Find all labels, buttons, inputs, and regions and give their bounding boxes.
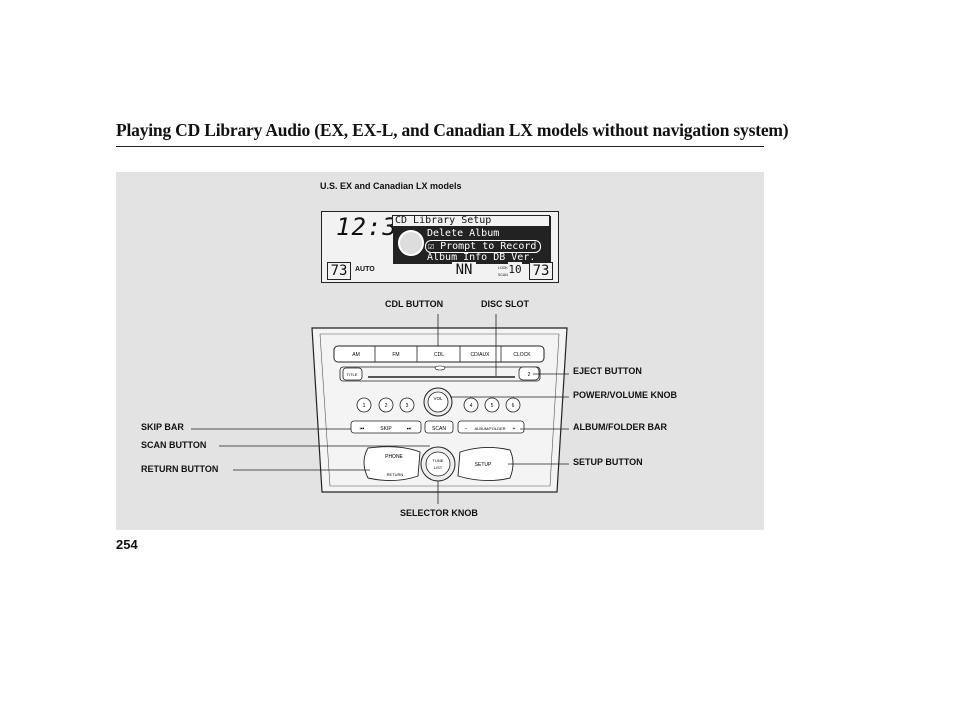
eject-button[interactable] (518, 366, 540, 381)
preset-3-button[interactable] (399, 397, 415, 413)
skip-back-icon: ⏮ (360, 426, 365, 432)
lcd-display: 12:34 CD Library Setup Delete Album ☑ Pr… (321, 211, 559, 283)
lcd-menu-item: Delete Album (427, 228, 500, 239)
preset-2-button[interactable] (378, 397, 394, 413)
lcd-scan: SCAN (498, 273, 508, 277)
preset-6-button[interactable] (505, 397, 521, 413)
eject-button-callout: EJECT BUTTON (573, 366, 642, 376)
power-volume-knob-callout: POWER/VOLUME KNOB (573, 390, 678, 400)
scan-button-callout: SCAN BUTTON (141, 440, 207, 450)
cd-aux-button[interactable]: CD/AUX (471, 352, 491, 358)
return-label: RETURN (387, 472, 404, 477)
lcd-left-temp: 73 (327, 262, 351, 280)
skip-label: SKIP (380, 426, 392, 432)
lcd-look: LOOK (498, 266, 508, 270)
page-number: 254 (116, 537, 138, 552)
minus-icon: − (465, 426, 468, 432)
clock-button[interactable]: CLOCK (513, 352, 531, 358)
lcd-menu-title: CD Library Setup (392, 215, 550, 227)
list-label: LIST (434, 465, 443, 470)
phone-label: PHONE (385, 454, 403, 460)
top-button-row (333, 345, 545, 363)
bezel-inner (319, 333, 560, 487)
preset-1-label: 1 (363, 403, 366, 409)
plus-icon: + (513, 426, 516, 432)
cdl-button[interactable]: CDL (434, 352, 444, 358)
album-folder-label: ALBUM/FOLDER (474, 426, 505, 431)
figure-caption: U.S. EX and Canadian LX models (320, 181, 462, 191)
return-button[interactable] (363, 446, 421, 481)
am-button[interactable]: AM (352, 352, 360, 358)
title-button[interactable] (342, 367, 363, 381)
fm-button[interactable]: FM (392, 352, 399, 358)
lcd-right-box: 10 (508, 262, 522, 278)
disc-slot-callout: DISC SLOT (481, 299, 530, 309)
lcd-mid-box: NN (452, 262, 476, 278)
preset-3-label: 3 (406, 403, 409, 409)
title-rule (116, 146, 764, 147)
check-icon: ☑ (428, 241, 435, 252)
disc-icon (398, 230, 424, 256)
preset-4-label: 4 (470, 403, 473, 409)
selector-knob-callout: SELECTOR KNOB (400, 508, 478, 518)
preset-5-button[interactable] (484, 397, 500, 413)
album-folder-bar[interactable] (457, 420, 525, 434)
lcd-menu: CD Library Setup Delete Album ☑ Prompt t… (392, 215, 551, 264)
preset-2-label: 2 (385, 403, 388, 409)
page-title: Playing CD Library Audio (EX, EX-L, and … (116, 120, 789, 140)
return-button-callout: RETURN BUTTON (141, 464, 219, 474)
title-button-label: TITLE (347, 372, 358, 377)
setup-button[interactable] (457, 447, 514, 481)
preset-5-label: 5 (491, 403, 494, 409)
skip-forward-icon: ⏭ (407, 426, 412, 432)
album-folder-bar-callout: ALBUM/FOLDER BAR (573, 422, 667, 432)
cdl-button-callout: CDL BUTTON (385, 299, 444, 309)
lcd-menu-item: Album Info DB Ver. (427, 252, 536, 263)
leader-lines (191, 314, 569, 504)
lcd-auto: AUTO (355, 266, 375, 273)
skip-bar[interactable] (350, 420, 422, 434)
tune-label: TUNE (433, 458, 444, 463)
lcd-menu-item-selected: ☑ Prompt to Record (425, 240, 542, 253)
setup-button-callout: SETUP BUTTON (573, 457, 643, 467)
preset-4-button[interactable] (463, 397, 479, 413)
vol-label: VOL (433, 396, 443, 401)
preset-6-label: 6 (512, 403, 515, 409)
preset-buttons (356, 397, 521, 413)
scan-button[interactable] (424, 420, 454, 434)
lcd-right-temp: 73 (529, 262, 553, 280)
eject-button-label: 2 (528, 372, 531, 378)
setup-label: SETUP (475, 462, 492, 468)
preset-1-button[interactable] (356, 397, 372, 413)
scan-label: SCAN (432, 426, 446, 432)
skip-bar-callout: SKIP BAR (141, 422, 184, 432)
